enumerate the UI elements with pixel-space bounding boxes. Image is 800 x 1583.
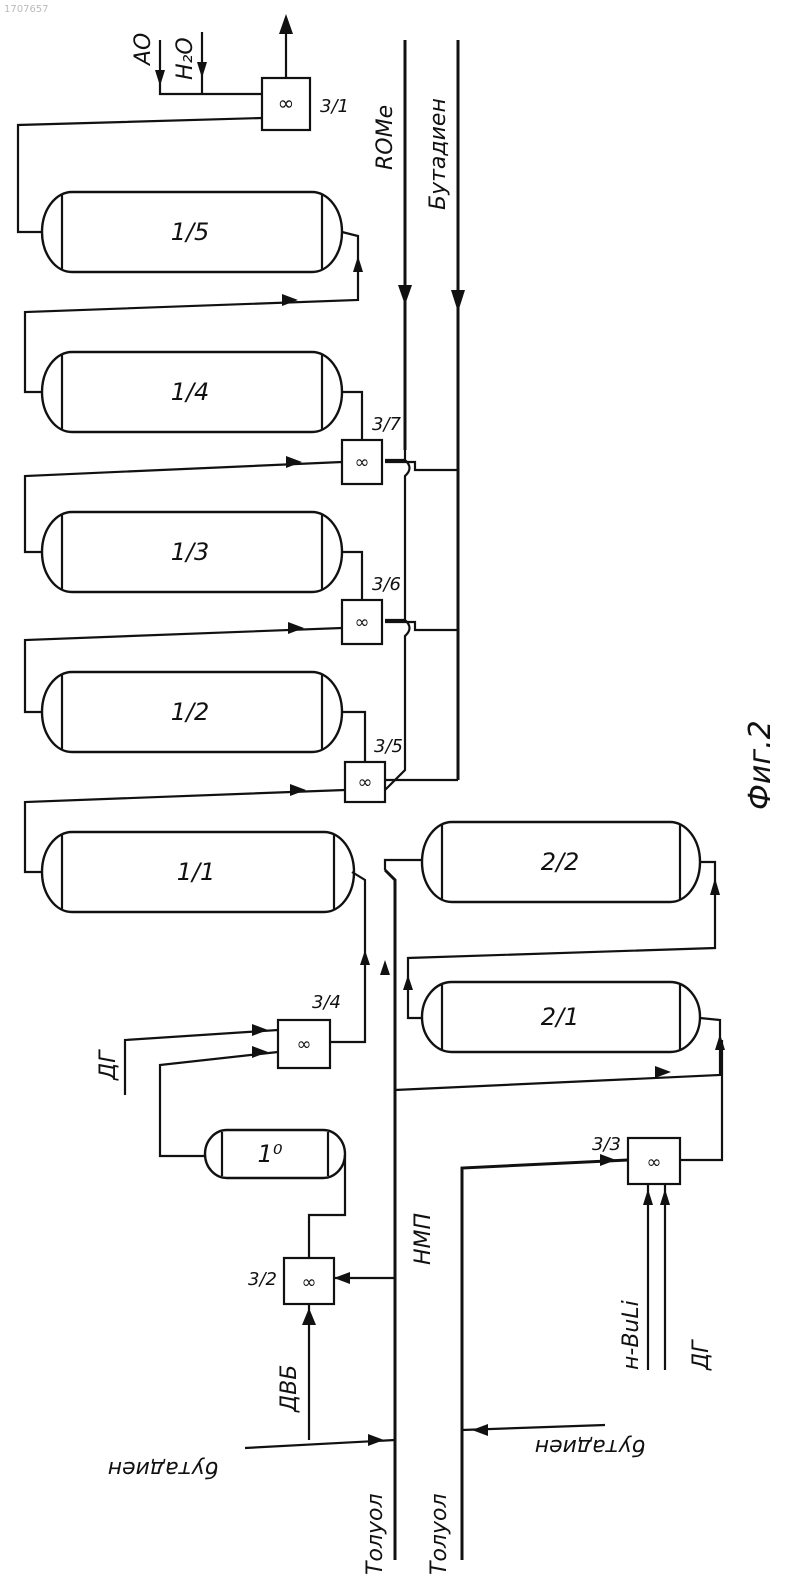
vessel-2-1: 2/1 [422,982,700,1052]
label-rome: ROMe [373,105,398,170]
pipe-to-2-2 [385,860,422,870]
arrow-up-icon [380,960,390,975]
mixer-3-1-label: 3/1 [320,96,349,117]
vessel-1-3-label: 1/3 [171,538,210,566]
vessel-1-1: 1/1 [42,832,354,912]
figure-caption: Фиг.2 [743,720,778,810]
arrow-up-icon [715,1034,725,1050]
vessel-1-5: 1/5 [42,192,342,272]
arrow-right-icon [252,1046,268,1058]
mixer-3-1: ∞ 3/1 [262,78,349,130]
mixer-3-4-label: 3/4 [312,992,341,1013]
arrow-left-icon [334,1272,350,1284]
arrow-up-icon [643,1189,653,1205]
vessel-1-3: 1/3 [42,512,342,592]
mixer-3-2-symbol: ∞ [302,1272,317,1293]
arrow-down-icon [197,62,207,78]
label-ao: АО [131,33,156,67]
vessel-1-1-label: 1/1 [177,858,216,886]
arrow-left-icon [472,1424,488,1436]
label-dg-top: ДГ [96,1049,121,1081]
arrow-right-icon [286,456,302,468]
vessel-1-4: 1/4 [42,352,342,432]
arrow-right-icon [252,1024,268,1036]
label-dvb: ДВБ [277,1365,302,1413]
arrow-up-icon [353,256,363,272]
rome-flow-arrow-icon [398,285,412,305]
arrow-up-icon [403,975,413,990]
vessel-1-2: 1/2 [42,672,342,752]
vessel-2-2: 2/2 [422,822,700,902]
label-toluene-2: Толуол [427,1493,452,1575]
label-butadiene-bottom-1: бутадиен [108,1456,218,1481]
mixer-3-5-label: 3/5 [374,736,403,757]
vessel-1-0-label: 1⁰ [258,1140,283,1168]
mixer-3-3-symbol: ∞ [647,1152,662,1173]
pipe-dg-to-3-4 [125,1030,278,1095]
mixer-3-7-symbol: ∞ [355,452,370,473]
arrow-right-icon [368,1434,384,1446]
arrow-down-icon [155,70,165,86]
pipe-3-7-to-1-4 [342,392,362,440]
arrow-up-icon [302,1308,316,1325]
mixer-3-3-label: 3/3 [592,1134,621,1155]
butadiene-flow-arrow-icon [451,290,465,312]
mixer-3-6-label: 3/6 [372,574,401,595]
vessel-2-2-label: 2/2 [541,848,580,876]
mixer-3-4-symbol: ∞ [297,1034,312,1055]
pipe-3-3-to-2-1 [680,1040,722,1160]
pipe-3-5-to-1-2 [342,712,365,762]
arrow-up-icon [360,950,370,965]
arrow-right-icon [290,784,306,796]
arrow-right-icon [288,622,304,634]
vessel-1-0: 1⁰ [205,1130,345,1178]
arrow-up-icon [279,14,293,34]
mixer-3-6-symbol: ∞ [355,612,370,633]
label-h2o: H₂O [173,37,198,80]
arrow-up-icon [710,878,720,895]
label-nbuli: н-BuLi [619,1300,644,1370]
arrow-right-icon [655,1066,671,1078]
arrow-right-icon [282,294,298,306]
label-nmp: НМП [411,1213,436,1265]
vessel-1-5-label: 1/5 [171,218,210,246]
pipe-3-6-to-1-3 [342,552,362,600]
butadiene-tap-3-6 [385,622,458,630]
label-dg-bottom: ДГ [689,1339,714,1371]
label-butadiene: Бутадиен [426,98,451,210]
mixer-3-6: ∞ 3/6 [342,574,401,644]
mixer-3-5-symbol: ∞ [358,772,373,793]
mixer-3-7: ∞ 3/7 [342,414,402,484]
label-toluene-1: Толуол [363,1493,388,1575]
arrow-right-icon [600,1154,616,1166]
mixer-3-4: ∞ 3/4 [278,992,341,1068]
mixer-3-5: ∞ 3/5 [345,736,403,802]
vessel-1-2-label: 1/2 [171,698,210,726]
arrow-up-icon [660,1189,670,1205]
vessel-2-1-label: 2/1 [541,1003,580,1031]
mixer-3-2-label: 3/2 [248,1269,277,1290]
mixer-3-2: ∞ 3/2 [248,1258,334,1304]
document-id: 1707657 [4,4,49,15]
pipe-toluene-2-to-3-3 [462,1160,628,1560]
vessel-1-4-label: 1/4 [171,378,210,406]
label-butadiene-bottom-2: бутадиен [535,1434,645,1459]
butadiene-tap-3-7 [385,462,458,470]
mixer-3-7-label: 3/7 [372,414,402,435]
mixer-3-1-symbol: ∞ [278,91,295,115]
